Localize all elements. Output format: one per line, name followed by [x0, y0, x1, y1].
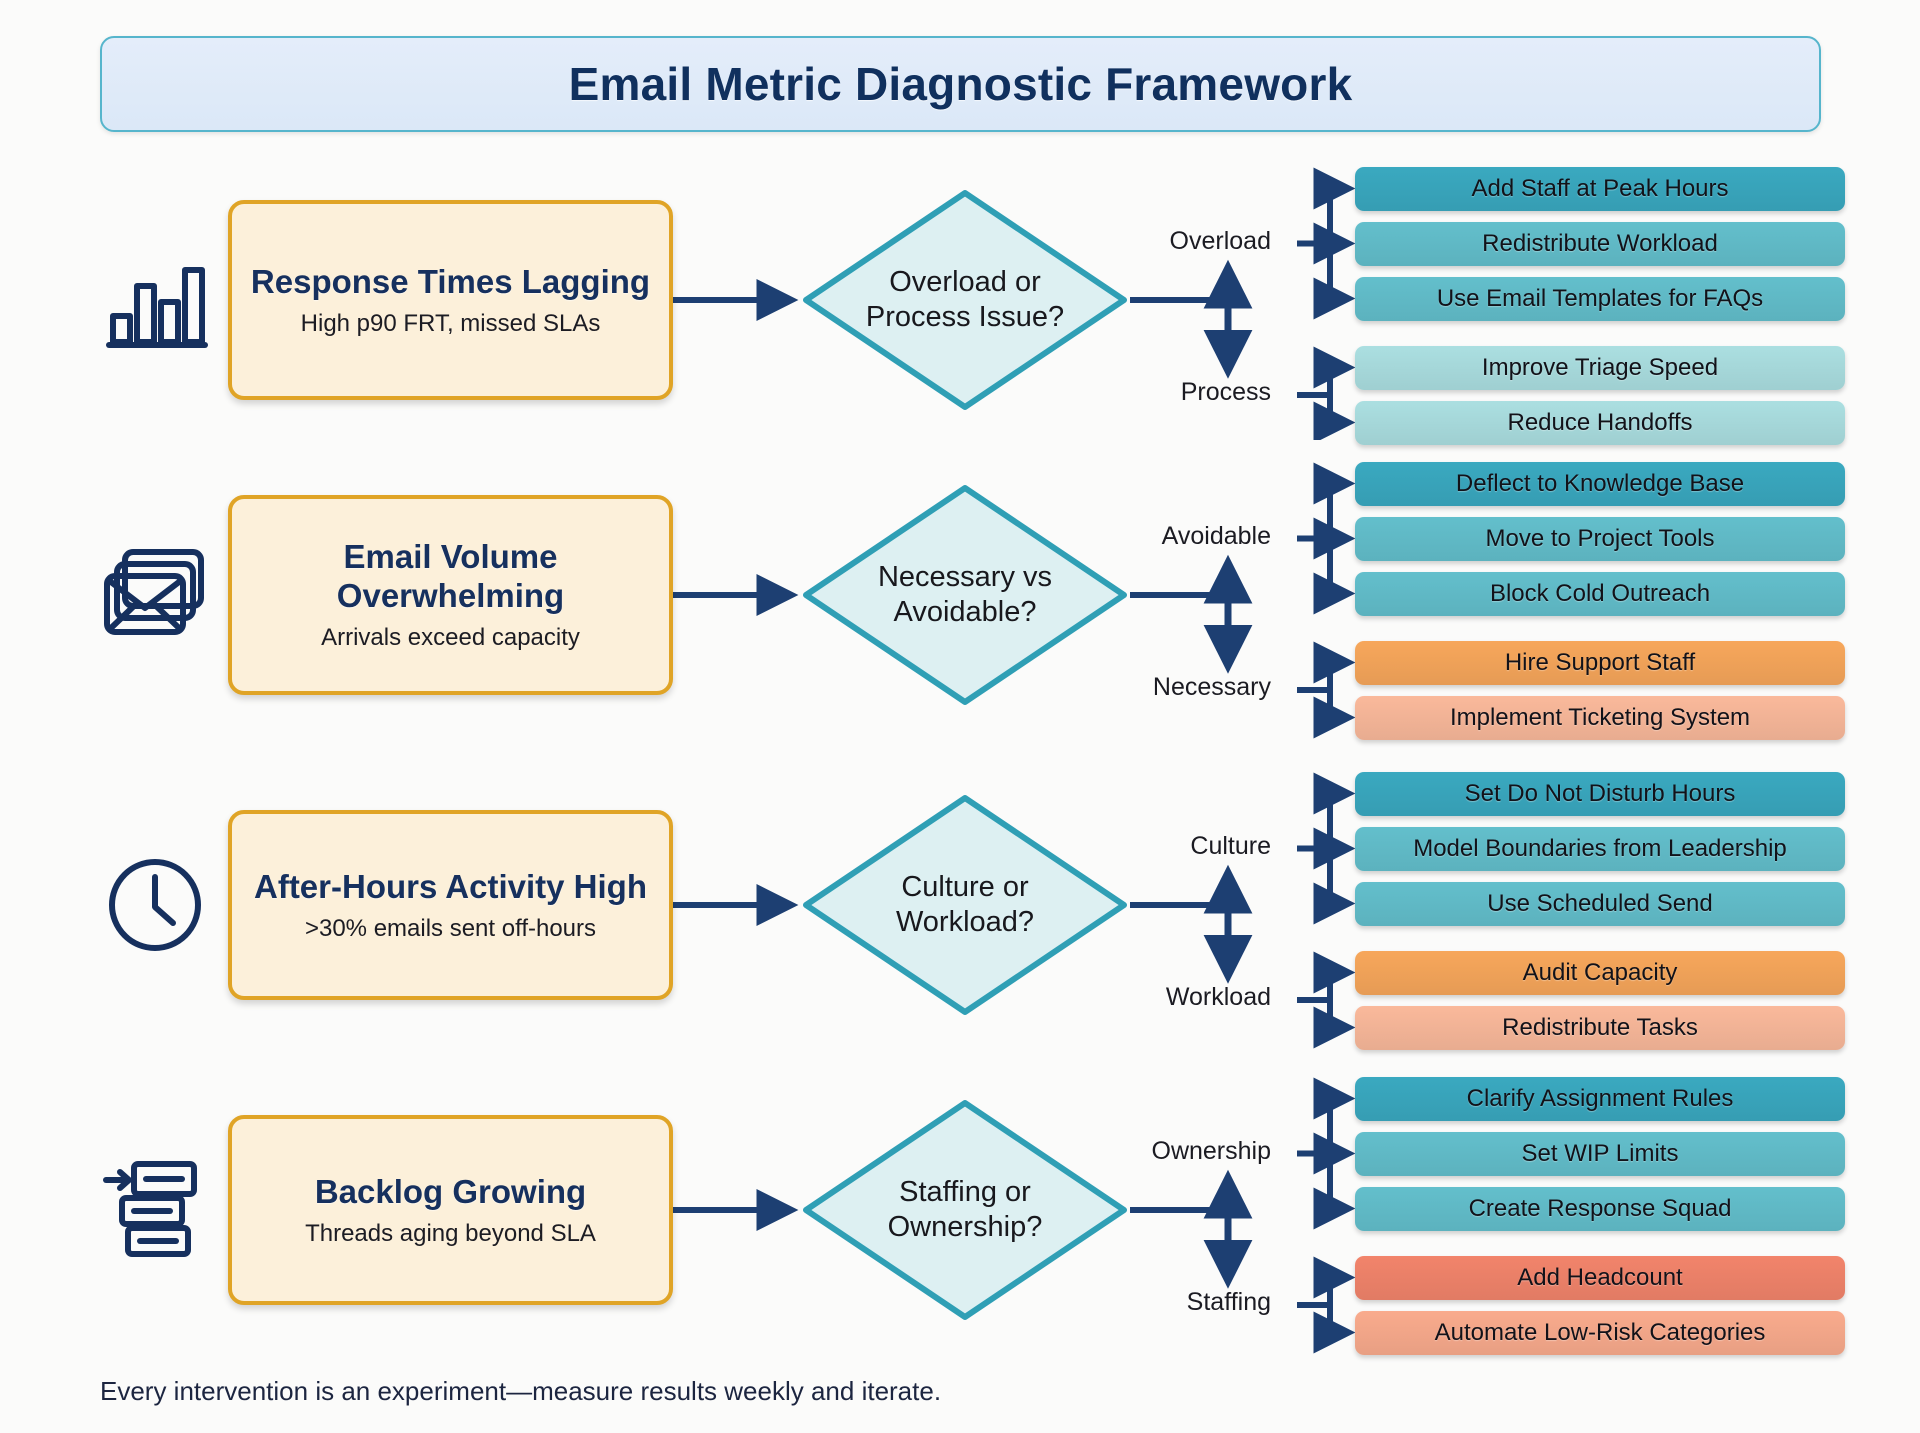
action-label: Use Scheduled Send: [1487, 889, 1713, 917]
decision-line-2: Ownership?: [887, 1211, 1043, 1243]
problem-subtitle: Threads aging beyond SLA: [305, 1219, 596, 1247]
branch-label: Ownership: [1010, 1136, 1272, 1166]
branch-label: Necessary: [1010, 673, 1271, 702]
action-label: Add Headcount: [1517, 1263, 1683, 1291]
problem-title: Backlog Growing: [314, 1172, 587, 1210]
action-pill[interactable]: Redistribute Workload: [1355, 221, 1845, 266]
backlog-queue-icon: [95, 1150, 215, 1270]
action-pill[interactable]: Use Email Templates for FAQs: [1355, 276, 1845, 321]
action-pill[interactable]: Set Do Not Disturb Hours: [1355, 771, 1845, 816]
action-label: Set WIP Limits: [1521, 1139, 1679, 1167]
branch-label-text: Avoidable: [1161, 521, 1271, 550]
decision-line-1: Necessary vs: [877, 561, 1053, 594]
action-label: Improve Triage Speed: [1481, 353, 1719, 381]
action-label: Reduce Handoffs: [1507, 408, 1693, 436]
branch-label-text: Culture: [1190, 831, 1271, 860]
decision-line-2: Process Issue?: [865, 301, 1065, 333]
problem-subtitle: >30% emails sent off-hours: [304, 914, 597, 942]
action-pill[interactable]: Block Cold Outreach: [1355, 571, 1845, 616]
action-pill[interactable]: Set WIP Limits: [1355, 1131, 1845, 1176]
branch-label: Staffing: [1010, 1288, 1271, 1317]
action-label: Audit Capacity: [1522, 958, 1678, 986]
branch-label-text: Overload: [1169, 226, 1271, 255]
branch-label: Culture: [1010, 832, 1271, 861]
action-pill[interactable]: Hire Support Staff: [1355, 640, 1845, 685]
action-label: Redistribute Tasks: [1502, 1013, 1698, 1041]
problem-title: Response Times Lagging: [250, 262, 651, 300]
branch-label: Avoidable: [1010, 522, 1271, 551]
branch-label: Process: [1010, 378, 1271, 407]
decision-line-2: Avoidable?: [893, 596, 1037, 628]
problem-subtitle: Arrivals exceed capacity: [321, 623, 580, 651]
action-pill[interactable]: Audit Capacity: [1355, 950, 1845, 995]
action-pill[interactable]: Redistribute Tasks: [1355, 1005, 1845, 1050]
action-label: Redistribute Workload: [1482, 229, 1718, 257]
action-label: Hire Support Staff: [1504, 648, 1696, 676]
branch-label-text: Process: [1180, 378, 1271, 406]
action-pill[interactable]: Improve Triage Speed: [1355, 345, 1845, 390]
action-label: Clarify Assignment Rules: [1466, 1084, 1734, 1112]
action-pill[interactable]: Move to Project Tools: [1355, 516, 1845, 561]
branch-label-text: Necessary: [1152, 673, 1271, 701]
action-pill[interactable]: Reduce Handoffs: [1355, 400, 1845, 445]
clock-icon: [95, 845, 215, 965]
action-label: Block Cold Outreach: [1489, 579, 1711, 607]
action-label: Model Boundaries from Leadership: [1413, 834, 1787, 862]
action-label: Use Email Templates for FAQs: [1436, 284, 1764, 312]
problem-title: Email Volume Overwhelming: [336, 538, 565, 614]
action-label: Set Do Not Disturb Hours: [1464, 779, 1736, 807]
title-banner: Email Metric Diagnostic Framework: [100, 36, 1821, 132]
decision-line-1: Overload or: [889, 266, 1041, 299]
branch-label-text: Workload: [1165, 983, 1271, 1011]
bar-chart-icon: [95, 240, 215, 360]
action-pill[interactable]: Use Scheduled Send: [1355, 881, 1845, 926]
action-pill[interactable]: Model Boundaries from Leadership: [1355, 826, 1845, 871]
action-label: Automate Low-Risk Categories: [1434, 1318, 1766, 1346]
branch-label-text: Staffing: [1186, 1288, 1271, 1316]
problem-subtitle: High p90 FRT, missed SLAs: [300, 309, 601, 337]
branch-label: Workload: [1010, 983, 1271, 1012]
action-label: Create Response Squad: [1468, 1194, 1732, 1222]
action-label: Add Staff at Peak Hours: [1471, 174, 1729, 202]
action-label: Implement Ticketing System: [1449, 703, 1751, 731]
footer-note: Every intervention is an experiment—meas…: [100, 1376, 942, 1406]
action-pill[interactable]: Add Headcount: [1355, 1255, 1845, 1300]
action-label: Deflect to Knowledge Base: [1455, 469, 1745, 497]
diagnostic-row: After-Hours Activity High >30% emails sen…: [0, 760, 1920, 1050]
decision-line-2: Workload?: [895, 906, 1035, 938]
action-pill[interactable]: Add Staff at Peak Hours: [1355, 166, 1845, 211]
action-pill[interactable]: Create Response Squad: [1355, 1186, 1845, 1231]
action-pill[interactable]: Implement Ticketing System: [1355, 695, 1845, 740]
action-pill[interactable]: Deflect to Knowledge Base: [1355, 461, 1845, 506]
problem-title: After-Hours Activity High: [254, 867, 647, 905]
action-label: Move to Project Tools: [1485, 524, 1715, 552]
problem-box[interactable]: After-Hours Activity High >30% emails sen…: [228, 810, 673, 1000]
decision-line-1: Culture or: [901, 871, 1029, 904]
decision-line-1: Staffing or: [899, 1176, 1031, 1209]
envelope-stack-icon: [95, 535, 215, 655]
branch-label-text: Ownership: [1151, 1136, 1272, 1165]
branch-label: Overload: [1010, 227, 1271, 256]
page-title: Email Metric Diagnostic Framework: [568, 58, 1353, 110]
action-pill[interactable]: Clarify Assignment Rules: [1355, 1076, 1845, 1121]
action-pill[interactable]: Automate Low-Risk Categories: [1355, 1310, 1845, 1355]
